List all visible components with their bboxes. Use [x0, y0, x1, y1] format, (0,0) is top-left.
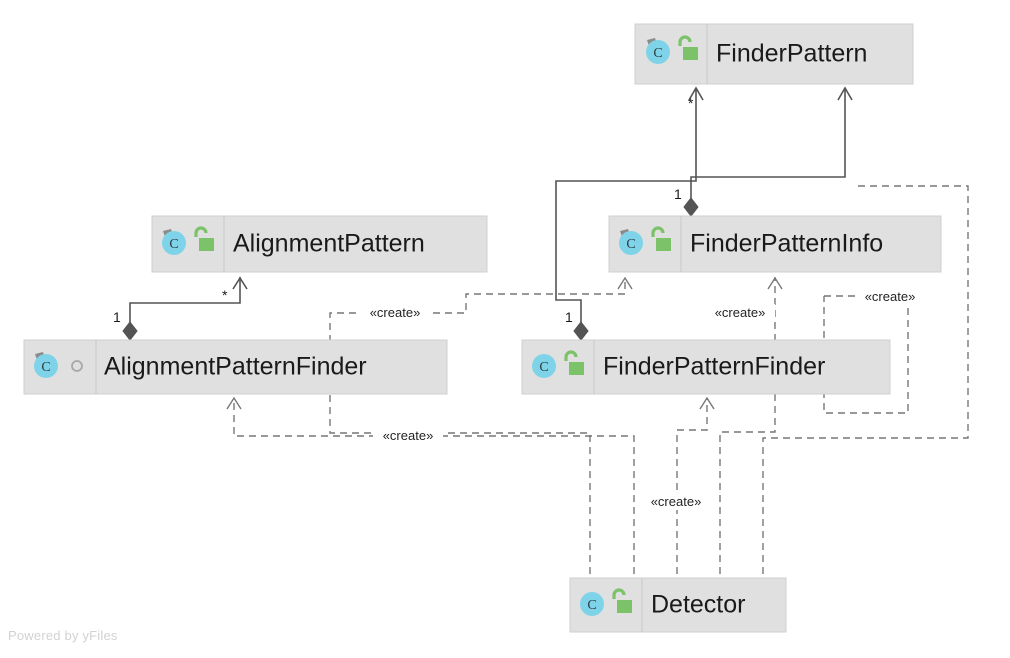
unlocked-padlock-icon: [564, 350, 584, 375]
class-icon: C: [619, 229, 643, 255]
unlocked-padlock-icon: [651, 226, 671, 251]
circle-glyph: [580, 592, 604, 616]
label-bg: [705, 304, 775, 321]
letter-c-glyph: C: [626, 237, 635, 252]
circle-glyph: [619, 231, 643, 255]
letter-c-glyph: C: [169, 237, 178, 252]
circle-glyph: [646, 40, 670, 64]
class-name-label: FinderPatternInfo: [690, 230, 883, 258]
edge-detector-creates-finderpatternfinder[interactable]: «create»: [641, 396, 715, 574]
class-name-label: FinderPatternFinder: [603, 353, 825, 381]
class-icon: C: [646, 38, 670, 64]
stereotype-label-create-middle: «create»: [715, 305, 766, 320]
unlocked-padlock-icon: [194, 226, 214, 251]
stereotype-label-create-right-upper: «create»: [865, 289, 916, 304]
class-name-label: Detector: [651, 591, 745, 619]
edge-detector-creates-alignmentpattern[interactable]: «create»: [329, 276, 633, 574]
label-bg: [855, 288, 925, 305]
stereotype-label-create-left: «create»: [370, 305, 421, 320]
class-icon: C: [580, 592, 604, 616]
lock-body-glyph: [617, 600, 632, 613]
class-icon: C: [34, 352, 58, 378]
circle-outline-glyph: [71, 360, 83, 372]
label-bg: [641, 493, 711, 510]
class-name-label: AlignmentPatternFinder: [104, 353, 367, 381]
node-background: [634, 23, 914, 85]
shackle-glyph: [612, 588, 626, 599]
lock-body-glyph: [683, 47, 698, 60]
stereotype-label-create-center-bottom: «create»: [651, 494, 702, 509]
lock-body-glyph: [199, 238, 214, 251]
letter-c-glyph: C: [539, 360, 548, 375]
lock-body-glyph: [656, 238, 671, 251]
node-background: [23, 339, 448, 395]
node-background: [569, 577, 787, 633]
class-node-finderpattern[interactable]: C FinderPattern: [634, 23, 914, 85]
class-node-alignmentpattern[interactable]: C AlignmentPattern: [151, 215, 488, 273]
multiplicity-label-star-left: *: [222, 287, 228, 303]
multiplicity-label-star-top: *: [688, 95, 694, 111]
circle-glyph: [162, 231, 186, 255]
shackle-glyph: [564, 350, 578, 361]
stereotype-label-create-bottom-left: «create»: [383, 428, 434, 443]
shackle-glyph: [678, 35, 692, 46]
multiplicity-label-one-left: 1: [113, 309, 121, 325]
unlocked-padlock-icon: [678, 35, 698, 60]
shackle-glyph: [194, 226, 208, 237]
class-node-finderpatterninfo[interactable]: C FinderPatternInfo: [608, 215, 942, 273]
package-private-circle-icon: [71, 360, 83, 372]
lock-body-glyph: [569, 362, 584, 375]
class-name-label: AlignmentPattern: [233, 230, 425, 258]
edge-detector-creates-alignmentpatternfinder[interactable]: «create»: [226, 396, 635, 574]
multiplicity-label-one-fpi: 1: [674, 186, 682, 202]
class-name-label: FinderPattern: [716, 40, 867, 68]
letter-c-glyph: C: [587, 598, 596, 613]
edge-finderpatternfinder-creates-finderpatterninfo[interactable]: «create»: [705, 276, 783, 574]
yfiles-watermark: Powered by yFiles: [8, 628, 118, 643]
circle-glyph: [34, 354, 58, 378]
class-node-finderpatternfinder[interactable]: C FinderPatternFinder: [521, 339, 891, 395]
unlocked-padlock-icon: [612, 588, 632, 613]
shackle-glyph: [651, 226, 665, 237]
class-node-detector[interactable]: C Detector: [569, 577, 787, 633]
letter-c-glyph: C: [41, 360, 50, 375]
label-bg: [373, 427, 443, 444]
class-node-alignmentpatternfinder[interactable]: C AlignmentPatternFinder: [23, 339, 448, 395]
circle-glyph: [532, 354, 556, 378]
letter-c-glyph: C: [653, 46, 662, 61]
class-icon: C: [532, 354, 556, 378]
edge-alignmentpatternfinder-composes-alignmentpattern[interactable]: 1 *: [113, 276, 248, 341]
label-bg: [360, 304, 430, 321]
multiplicity-label-one-fpf: 1: [565, 309, 573, 325]
edge-finderpatternfinder-composes-finderpattern[interactable]: 1 *: [555, 86, 704, 341]
class-icon: C: [162, 229, 186, 255]
edge-finderpatterninfo-composes-finderpattern[interactable]: 1: [674, 86, 853, 217]
